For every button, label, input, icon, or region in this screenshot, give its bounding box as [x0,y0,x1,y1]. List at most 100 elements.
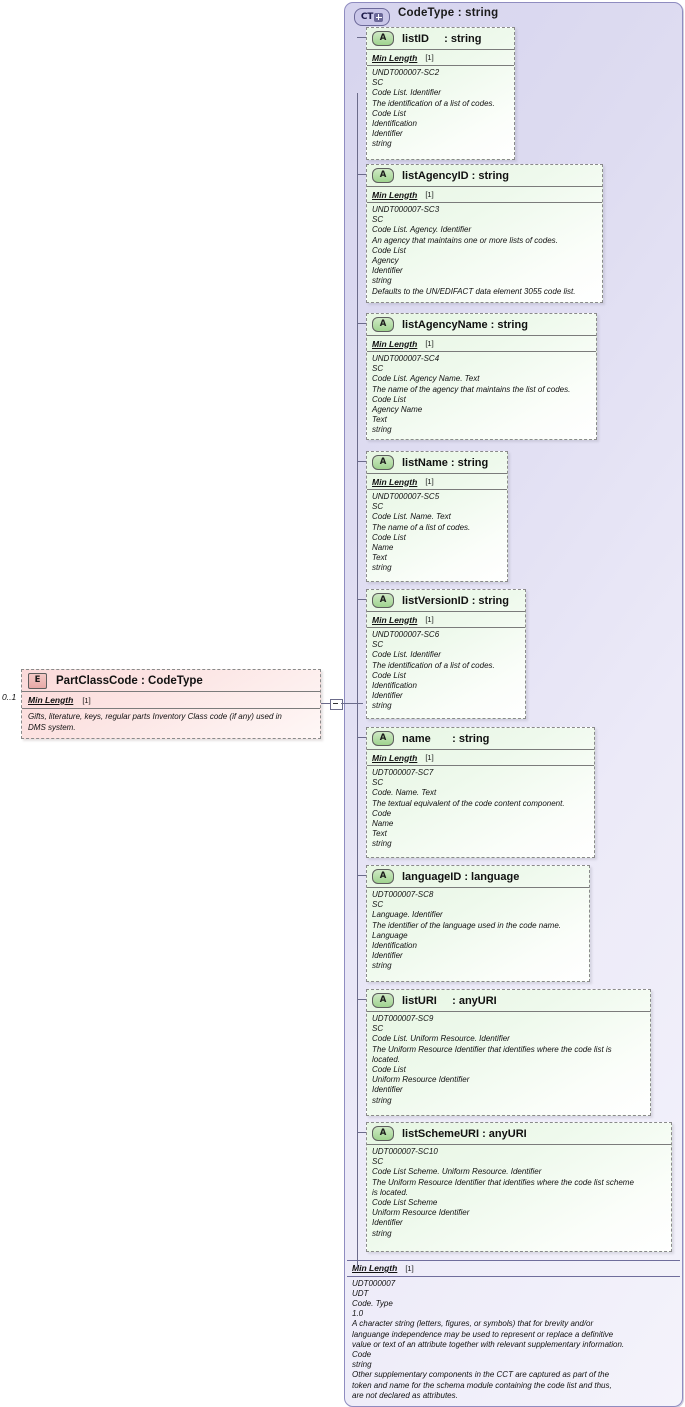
attribute-title: listURI : anyURI [402,994,497,1007]
attribute-minlength-value: [1] [425,190,434,199]
annotation-line: Text [372,829,387,839]
annotation-line: UNDT000007-SC5 [372,492,440,501]
annotation-line: Identification [372,941,417,951]
attribute-badge: A [372,869,394,884]
annotation-line: string [372,563,392,573]
tree-branch-line [357,599,366,600]
annotation-line: Code List [372,1065,406,1075]
annotation-line: Identifier [372,951,403,961]
annotation-line: Defaults to the UN/EDIFACT data element … [372,286,576,296]
annotation-line: SC [372,640,384,650]
annotation-line: string [372,839,392,849]
annotation-line: Code List [372,532,406,542]
annotation-line: Code List. Name. Text [372,512,451,522]
annotation-line: SC [372,78,384,88]
complextype-header: CT CodeType : string [345,3,682,29]
annotation-line: is located. [372,1187,409,1197]
annotation-line: Code [352,1349,372,1359]
attribute-minlength-row: Min Length[1] [367,474,507,490]
element-title: PartClassCode : CodeType [56,674,203,687]
annotation-line: UNDT000007-SC3 [372,205,440,214]
annotation-line: The identification of a list of codes. [372,98,495,108]
element-connector-line [321,703,330,704]
element-node-partclasscode[interactable]: E PartClassCode : CodeType Min Length [1… [21,669,321,739]
annotation-line: Code List [372,245,406,255]
annotation-line: Code List [372,394,406,404]
attribute-minlength-label: Min Length [372,338,418,349]
annotation-line: string [372,276,392,286]
annotation-line: are not declared as attributes. [352,1390,458,1400]
annotation-line: UNDT000007-SC4 [372,354,440,363]
annotation-line: located. [372,1054,401,1064]
element-minlength-row: Min Length [1] [22,692,320,709]
annotation-line: Identifier [372,266,403,276]
annotation-line: Uniform Resource Identifier [372,1208,470,1218]
tree-trunk-line [357,93,358,1268]
expander-collapse-icon[interactable] [330,699,343,710]
annotation-line: Code. Name. Text [372,788,437,798]
annotation-line: UDT000007-SC10 [372,1147,438,1156]
annotation-line: SC [372,900,384,910]
annotation-line: string [352,1360,372,1370]
attribute-minlength-value: [1] [425,339,434,348]
annotation-line: string [372,425,392,435]
annotation-line: Text [372,415,387,425]
annotation-line: UDT000007-SC7 [372,768,434,777]
tree-branch-line [357,1132,366,1133]
annotation-line: languange independence may be used to re… [352,1329,614,1339]
element-header: E PartClassCode : CodeType [22,670,320,692]
annotation-line: Code List. Uniform Resource. Identifier [372,1034,510,1044]
tree-branch-line [357,737,366,738]
annotation-line: Uniform Resource Identifier [372,1075,470,1085]
annotation-line: string [372,961,392,971]
attribute-minlength-row: Min Length [1] [367,336,596,352]
element-cardinality: 0..1 [2,692,17,702]
annotation-line: A character string (letters, figures, or… [352,1319,594,1329]
attribute-minlength-label: Min Length [372,614,418,625]
tree-branch-line [357,999,366,1000]
plus-icon[interactable] [374,12,384,22]
complextype-badge[interactable]: CT [354,8,390,26]
annotation-line: SC [372,1024,384,1034]
annotation-line: string [372,701,392,711]
annotation-line: Name [372,543,394,553]
element-badge: E [28,672,47,689]
annotation-line: string [372,1228,392,1238]
container-connector-line [341,703,363,704]
tree-branch-line [357,174,366,175]
attribute-badge: A [372,317,394,332]
annotation-line: Text [372,553,387,563]
tree-branch-line [357,37,366,38]
attribute-badge: A [372,1126,394,1141]
annotation-line: UDT000007-SC8 [372,890,434,899]
annotation-line: Code List. Agency. Identifier [372,225,472,235]
element-minlength-label: Min Length [28,695,74,705]
annotation-line: Identifier [372,1085,403,1095]
attribute-title: listVersionID : string [402,594,509,607]
